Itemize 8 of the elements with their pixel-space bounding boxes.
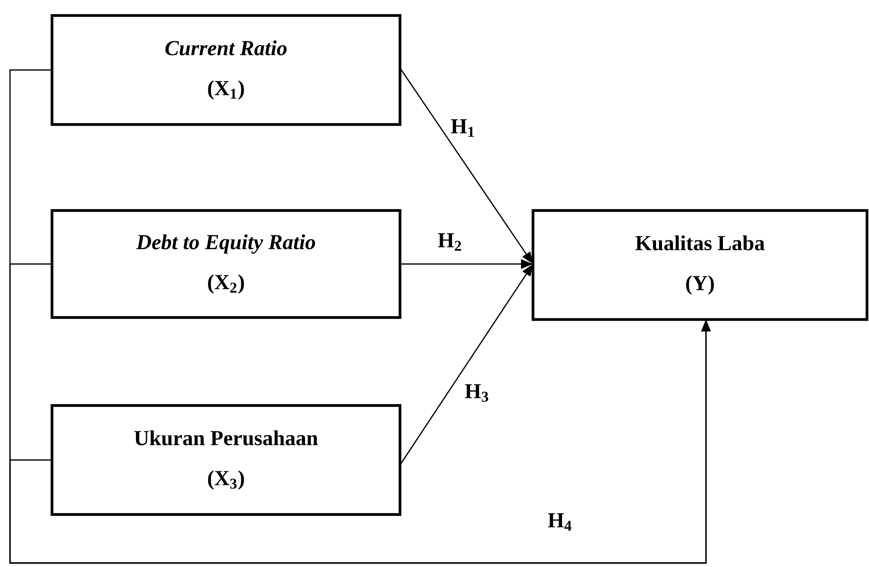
variable-box: Ukuran Perusahaan (X$_{3}$) (50, 404, 402, 516)
variable-box: Current Ratio (X$_{1}$) (50, 14, 402, 126)
edge-label: H$_{3}$ (463, 382, 491, 404)
edge-label: H$_{1}$ (449, 118, 477, 138)
variable-box: Debt to Equity Ratio (X$_{2}$) (50, 209, 402, 319)
variable-box: Kualitas Laba (Y) (532, 209, 868, 321)
edge-label: H$_{4}$ (546, 512, 574, 532)
edge-label: H$_{2}$ (436, 232, 464, 252)
